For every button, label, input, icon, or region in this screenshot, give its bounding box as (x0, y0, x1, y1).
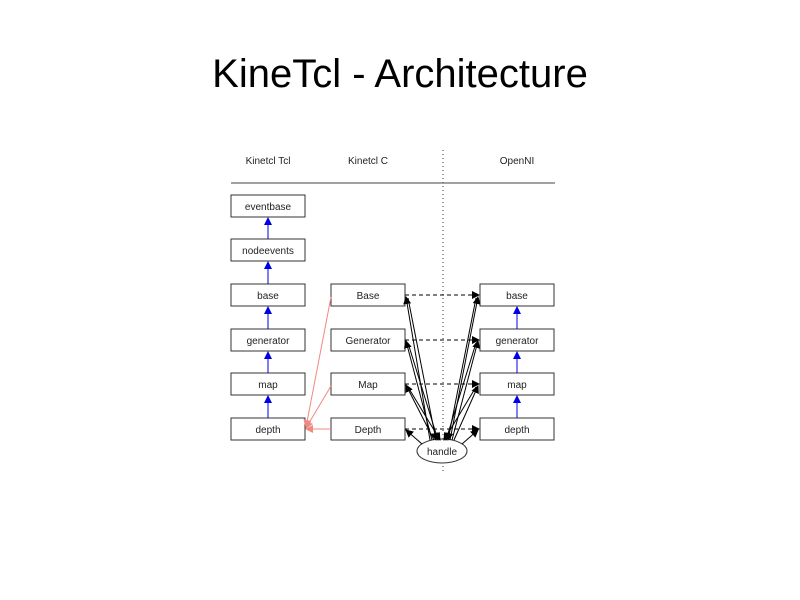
edge-handle-to-c-map (405, 384, 435, 441)
openni-node-depth-label: depth (504, 425, 529, 436)
tcl-node-map: map (230, 372, 306, 396)
tcl-node-eventbase: eventbase (230, 194, 306, 218)
openni-node-map: map (479, 372, 555, 396)
handle-node-label: handle (427, 447, 457, 458)
tcl-node-depth: depth (230, 417, 306, 441)
tcl-node-generator-label: generator (247, 336, 290, 347)
c-node-generator: Generator (330, 328, 406, 352)
tcl-node-base-label: base (257, 291, 279, 302)
edge-openni-base-to-handle (445, 297, 477, 441)
c-node-map: Map (330, 372, 406, 396)
edge-openni-map-to-handle (443, 386, 477, 441)
edge-c-base-to-tcl-depth (303, 296, 332, 428)
edge-c-generator-to-handle (407, 342, 440, 441)
tcl-node-base: base (230, 283, 306, 307)
edge-openni-generator-to-handle (444, 342, 477, 441)
handle-node: handle (416, 438, 468, 464)
c-node-base-label: Base (357, 291, 380, 302)
column-header-openni: OpenNI (500, 156, 534, 167)
c-node-depth: Depth (330, 417, 406, 441)
tcl-node-map-label: map (258, 380, 278, 391)
column-header-c: Kinetcl C (348, 156, 388, 167)
tcl-node-generator: generator (230, 328, 306, 352)
c-node-depth-label: Depth (355, 425, 382, 436)
edge-c-map-to-handle (407, 386, 441, 441)
slide-title: KineTcl - Architecture (212, 52, 588, 96)
openni-node-base: base (479, 283, 555, 307)
tcl-node-nodeevents-label: nodeevents (242, 246, 294, 257)
edge-handle-to-openni-base (449, 296, 481, 441)
tcl-node-nodeevents: nodeevents (230, 238, 306, 262)
edge-handle-to-openni-map (453, 385, 479, 441)
tcl-node-eventbase-label: eventbase (245, 202, 292, 213)
openni-node-base-label: base (506, 291, 528, 302)
openni-node-generator-label: generator (496, 336, 539, 347)
c-node-generator-label: Generator (345, 336, 391, 347)
c-node-map-label: Map (358, 380, 378, 391)
edge-handle-to-openni-depth (461, 429, 479, 445)
edge-c-base-to-handle (407, 297, 439, 441)
c-node-base: Base (330, 283, 406, 307)
column-header-tcl: Kinetcl Tcl (246, 156, 291, 167)
edge-handle-to-c-depth (405, 429, 423, 445)
edge-handle-to-c-generator (403, 340, 433, 441)
openni-node-generator: generator (479, 328, 555, 352)
openni-node-map-label: map (507, 380, 527, 391)
openni-node-depth: depth (479, 417, 555, 441)
edge-c-map-to-tcl-depth (305, 385, 332, 429)
edge-handle-to-openni-generator (451, 340, 481, 441)
tcl-node-depth-label: depth (255, 425, 280, 436)
